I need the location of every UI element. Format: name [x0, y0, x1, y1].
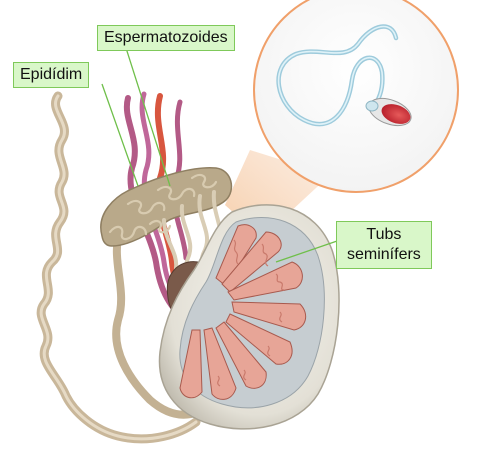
seminiferous-tubules: [179, 224, 307, 400]
magnification-circle: [253, 0, 459, 193]
label-seminiferous-line1: Tubs: [366, 226, 402, 243]
label-seminiferous-line2: seminífers: [347, 246, 421, 263]
label-seminiferous-tubules: Tubs seminífers: [336, 221, 432, 269]
epididymis: [100, 167, 233, 247]
sperm-head: [365, 97, 412, 127]
label-epididymis: Epidídim: [13, 62, 90, 88]
label-spermatozoa: Espermatozoides: [97, 25, 235, 51]
leader-lines: [101, 47, 341, 263]
